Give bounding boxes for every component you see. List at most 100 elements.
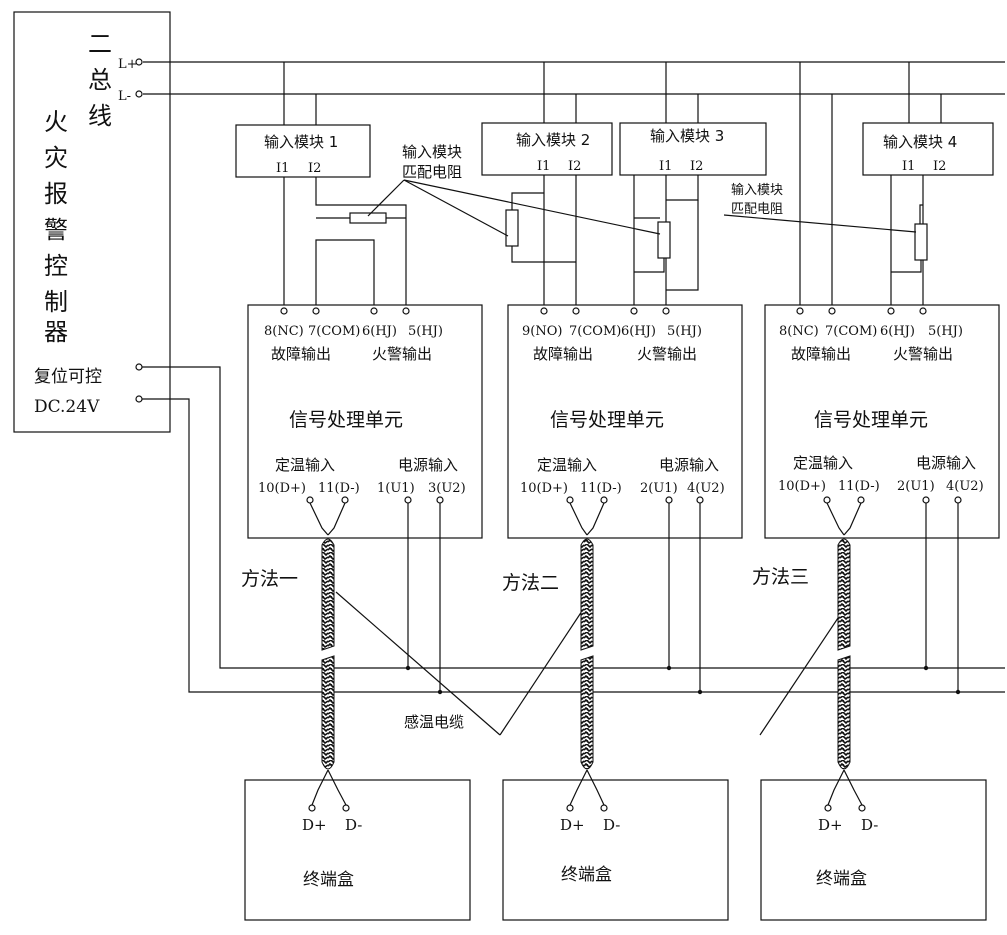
controller-title-char-8: 制 [44,288,68,316]
terminal-box-2-d-minus: D- [603,816,620,834]
unit-3-bottom-terminal-3: 4(U2) [946,479,984,494]
unit-1-terminal-0: 8(NC) [264,324,304,339]
input-module-2-label: 输入模块 2 [516,131,590,149]
method-3-label: 方法三 [752,566,809,588]
reset-control-line [142,366,1005,669]
unit-3-bottom-terminal-1: 11(D-) [838,479,880,494]
terminal-box-3 [760,779,987,921]
unit-2-terminal-0: 9(NO) [522,324,562,339]
terminal-box-3-label: 终端盒 [816,869,867,889]
unit-3-bottom-terminal-0: 10(D+) [778,479,826,494]
unit-1-terminal-2: 6(HJ) [362,324,397,339]
input-module-3-label: 输入模块 3 [650,127,724,145]
terminal-box-1-d-plus: D+ [302,816,327,834]
unit-3-terminal-0: 8(NC) [779,324,819,339]
unit-2-terminal-2: 6(HJ) [621,324,656,339]
input-module-box-4 [862,122,994,176]
input-module-1-i2: I2 [308,161,321,176]
unit-1-temp-input: 定温输入 [275,456,335,474]
unit-3-title: 信号处理单元 [814,409,928,431]
matching-resistor-3 [657,221,671,259]
unit-2-bottom-terminal-0: 10(D+) [520,481,568,496]
unit-3-fire-output: 火警输出 [893,345,953,363]
sensing-cable-label: 感温电缆 [404,713,464,731]
terminal-box-1-d-minus: D- [345,816,362,834]
unit-2-terminal-3: 5(HJ) [667,324,702,339]
controller-title-char-4: 灾 [44,144,68,172]
matching-resistor-4 [914,223,928,261]
signal-unit-box-2 [507,304,743,539]
matching-resistor-callout-2-line1: 输入模块 [731,182,783,198]
input-module-4-label: 输入模块 4 [883,133,957,151]
unit-3-terminal-3: 5(HJ) [928,324,963,339]
matching-resistor-callout-2-line2: 匹配电阻 [731,202,783,217]
terminal-box-3-d-plus: D+ [818,816,843,834]
controller-title-char-1: 总 [88,66,112,94]
unit-2-fire-output: 火警输出 [637,345,697,363]
unit-1-title: 信号处理单元 [289,409,403,431]
unit-2-bottom-terminal-2: 2(U1) [640,481,678,496]
input-module-4-i1: I1 [902,159,915,174]
unit-2-title: 信号处理单元 [550,409,664,431]
signal-unit-box-3 [764,304,1000,539]
sensing-cable-3-lower [837,655,851,770]
sensing-cable-2-lower [580,655,594,770]
unit-1-terminal-1: 7(COM) [308,324,360,339]
method-2-label: 方法二 [502,572,559,594]
controller-title-char-3: 火 [44,108,68,136]
input-module-box-3 [619,122,767,176]
controller-title-char-2: 线 [88,102,112,130]
method-1-label: 方法一 [241,568,298,590]
signal-unit-box-1 [247,304,483,539]
input-module-box-1 [235,124,371,178]
unit-2-power-input: 电源输入 [659,456,719,474]
terminal-box-1-label: 终端盒 [303,870,354,890]
sensing-cable-3-upper [837,538,851,651]
unit-3-terminal-2: 6(HJ) [880,324,915,339]
unit-3-power-input: 电源输入 [916,454,976,472]
unit-1-bottom-terminal-0: 10(D+) [258,481,306,496]
unit-2-bottom-terminal-1: 11(D-) [580,481,622,496]
unit-3-fault-output: 故障输出 [791,345,851,363]
unit-1-fire-output: 火警输出 [372,345,432,363]
input-module-box-2 [481,122,613,176]
matching-resistor-1 [349,212,387,224]
controller-title-char-0: 二 [88,30,112,58]
unit-1-bottom-terminal-1: 11(D-) [318,481,360,496]
terminal-box-3-d-minus: D- [861,816,878,834]
input-module-1-i1: I1 [276,161,289,176]
terminal-box-2-d-plus: D+ [560,816,585,834]
matching-resistor-callout-1-line1: 输入模块 [402,143,462,161]
reset-control-label: 复位可控 [34,367,102,387]
unit-1-terminal-3: 5(HJ) [408,324,443,339]
input-module-2-i2: I2 [568,159,581,174]
unit-1-power-input: 电源输入 [398,456,458,474]
sensing-cable-1-upper [321,538,335,651]
terminal-box-2-label: 终端盒 [561,865,612,885]
input-module-2-i1: I1 [537,159,550,174]
unit-3-temp-input: 定温输入 [793,454,853,472]
input-module-3-i1: I1 [659,159,672,174]
matching-resistor-callout-1-line2: 匹配电阻 [402,163,462,181]
bus-minus-label: L- [118,89,131,104]
unit-2-bottom-terminal-3: 4(U2) [687,481,725,496]
controller-title-char-9: 器 [44,318,68,346]
matching-resistor-2 [505,209,519,247]
dc24v-label: DC.24V [34,397,100,417]
unit-2-temp-input: 定温输入 [537,456,597,474]
unit-1-bottom-terminal-2: 1(U1) [377,481,415,496]
input-module-4-i2: I2 [933,159,946,174]
terminal-box-2 [502,779,729,921]
controller-title-char-7: 控 [44,252,68,280]
controller-title-char-5: 报 [44,180,68,208]
unit-1-fault-output: 故障输出 [271,345,331,363]
unit-1-bottom-terminal-3: 3(U2) [428,481,466,496]
unit-3-bottom-terminal-2: 2(U1) [897,479,935,494]
unit-3-terminal-1: 7(COM) [825,324,877,339]
bus-plus-label: L+ [118,57,138,72]
sensing-cable-1-lower [321,655,335,770]
unit-2-fault-output: 故障输出 [533,345,593,363]
input-module-3-i2: I2 [690,159,703,174]
